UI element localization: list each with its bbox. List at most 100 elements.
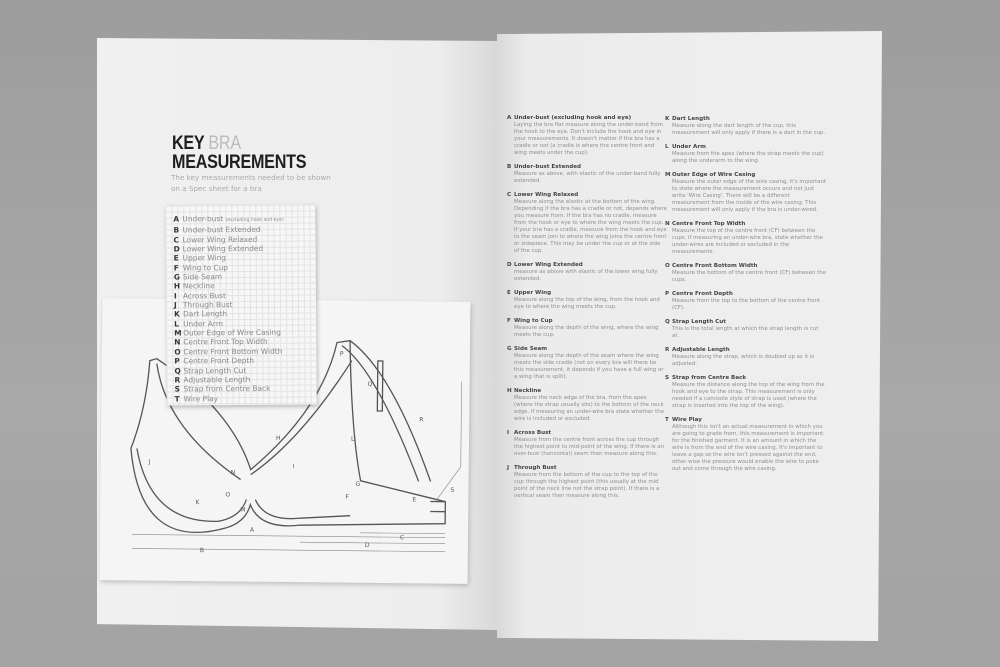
key-note: (excluding hook and eye) xyxy=(225,217,284,224)
description-title: Wing to Cup xyxy=(514,318,553,324)
key-label: Wire Play xyxy=(183,393,219,403)
key-letter: D xyxy=(173,244,180,254)
key-label: Strap Length Cut xyxy=(183,365,247,375)
description-text: Measure the distance along the top of th… xyxy=(672,382,825,409)
title-key: KEY xyxy=(172,133,205,154)
description-title: Side Seam xyxy=(514,346,548,352)
label-N: N xyxy=(231,469,236,476)
subtitle: The key measurements needed to be shown … xyxy=(171,173,331,193)
label-A: A xyxy=(250,527,255,534)
label-D: D xyxy=(365,542,370,549)
label-M: M xyxy=(240,507,245,514)
description-text: Measure from the top to the bottom of th… xyxy=(672,298,821,311)
label-H: H xyxy=(276,435,281,442)
description-letter: Q xyxy=(665,319,670,325)
key-letter: J xyxy=(173,300,177,310)
description-letter: T xyxy=(665,417,669,423)
description-text: Measure along the strap, which is double… xyxy=(672,354,815,367)
description-letter: H xyxy=(507,388,512,394)
description-heading: MOuter Edge of Wire Casing xyxy=(665,172,827,179)
key-label: Neckline xyxy=(182,281,215,291)
key-letter: B xyxy=(173,225,180,235)
label-R: R xyxy=(419,416,423,423)
key-letter: S xyxy=(174,384,180,394)
key-letter: I xyxy=(173,291,177,301)
label-E: E xyxy=(412,496,416,503)
key-letter: L xyxy=(174,319,179,329)
description-letter: O xyxy=(665,263,670,269)
description-title: Neckline xyxy=(514,388,542,394)
description-title: Outer Edge of Wire Casing xyxy=(672,172,756,178)
label-B: B xyxy=(200,547,204,554)
key-letter: K xyxy=(174,309,180,319)
description-text: Laying the bra flat measure along the un… xyxy=(514,122,663,156)
key-label: Across Bust xyxy=(182,290,226,301)
description-text: Measure the bottom of the centre front (… xyxy=(672,270,826,283)
key-letter: T xyxy=(174,393,180,403)
description-letter: E xyxy=(507,290,511,296)
key-letter: N xyxy=(174,337,181,347)
description-letter: S xyxy=(665,375,670,381)
key-label: Centre Front Top Width xyxy=(183,337,268,347)
description-title: Strap Length Cut xyxy=(672,319,726,325)
description-title: Centre Front Bottom Width xyxy=(672,263,758,269)
label-J: J xyxy=(148,459,151,466)
description-text: Measure along the dart length of the cup… xyxy=(672,123,826,136)
description-text: Measure from the centre front across the… xyxy=(514,437,664,457)
description-title: Under Arm xyxy=(672,144,706,150)
title-measurements: MEASUREMENTS xyxy=(172,152,307,173)
label-K: K xyxy=(195,499,200,506)
key-letter: E xyxy=(173,253,179,263)
description-title: Strap from Centre Back xyxy=(672,375,747,381)
description-text: Measure from the apex (where the strap m… xyxy=(672,151,824,164)
description-letter: L xyxy=(665,144,669,150)
key-label: Wing to Cup xyxy=(182,262,229,273)
description-text: Measure the neck edge of the bra, from t… xyxy=(514,395,665,422)
key-label: Outer Edge of Wire Casing xyxy=(183,327,281,338)
description-letter: D xyxy=(507,262,512,268)
key-letter: O xyxy=(174,347,181,357)
description-letter: C xyxy=(507,192,512,198)
key-letter: C xyxy=(173,235,180,245)
label-L: L xyxy=(351,436,355,443)
description-title: Under-bust Extended xyxy=(514,164,582,170)
description-letter: B xyxy=(507,164,512,170)
key-letter: A xyxy=(173,214,180,224)
key-letter: G xyxy=(173,272,180,282)
description-title: Centre Front Top Width xyxy=(672,221,746,227)
description-title: Through Bust xyxy=(514,465,557,471)
description-title: Lower Wing Extended xyxy=(514,262,583,268)
key-letter: R xyxy=(174,375,181,385)
key-label: Centre Front Bottom Width xyxy=(183,346,283,357)
label-I: I xyxy=(293,463,295,470)
description-letter: G xyxy=(507,346,512,352)
description-text: Measure the top of the centre front (CF)… xyxy=(672,228,823,255)
label-G: G xyxy=(356,481,361,488)
